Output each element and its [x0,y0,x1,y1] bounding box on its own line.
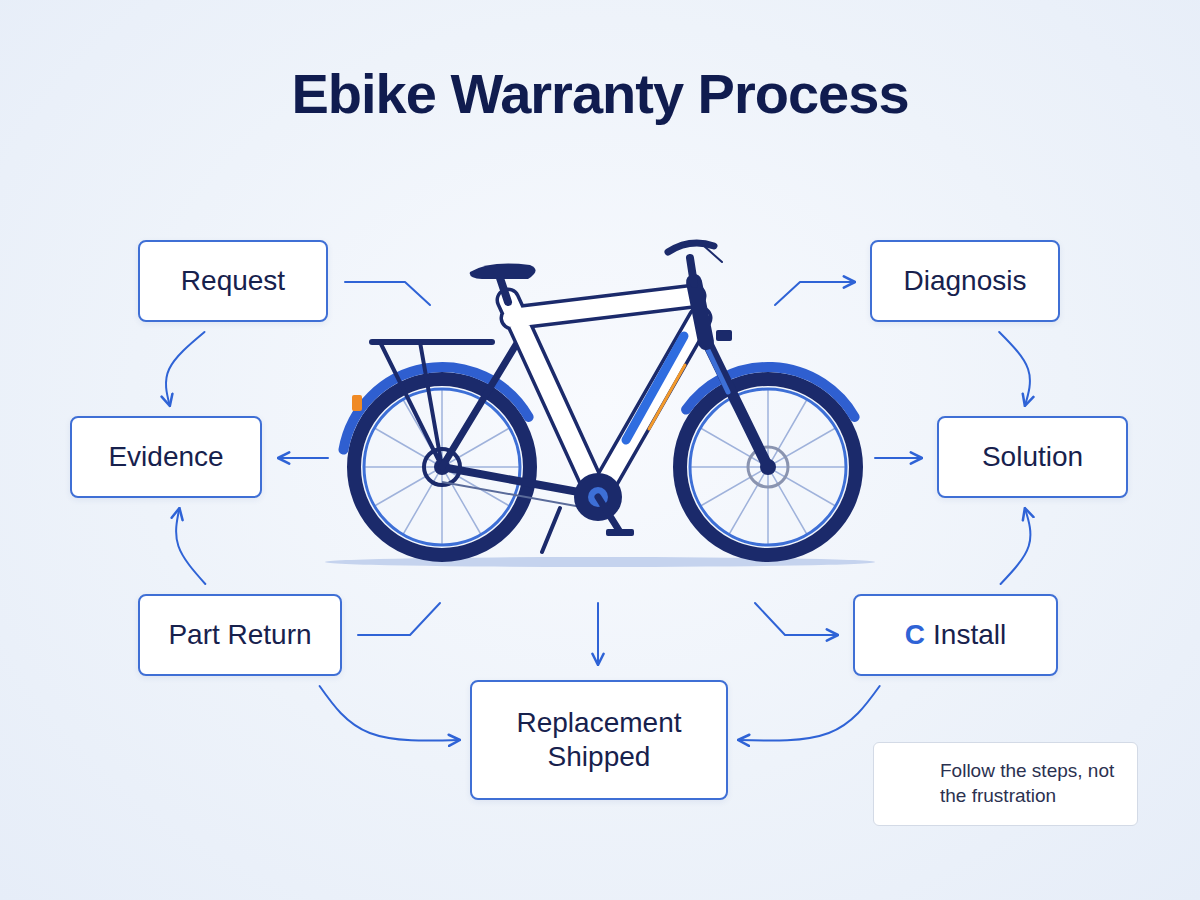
process-box: Request [138,240,328,322]
kickstand [542,508,560,552]
process-box: Solution [937,416,1128,498]
note-box: Follow the steps, not the frustration [873,742,1138,826]
frame-outline [508,296,700,488]
process-box: Part Return [138,594,342,676]
leader-arrow [875,457,922,459]
process-box: Evidence [70,416,262,498]
stem [690,258,694,284]
crank-arm [598,497,620,532]
node-label: Replacement Shipped [472,706,726,773]
node-label: Evidence [108,440,223,474]
seat-post [500,278,508,302]
process-box: Diagnosis [870,240,1060,322]
head-tube [694,282,706,342]
process-box: Replacement Shipped [470,680,728,800]
frame-tubes [508,296,700,488]
process-box: CInstall [853,594,1058,676]
rear-rack [372,339,492,345]
rear-light [352,395,362,411]
leader-lines [278,282,922,665]
node-label: Follow the steps, not the frustration [940,759,1125,808]
ebike-illustration [325,243,875,567]
leader-line [358,603,440,635]
fork-suspension [708,350,728,392]
saddle [470,264,536,279]
node-label: Part Return [168,618,311,652]
front-fender [686,367,855,417]
seat-stay [442,335,522,467]
flow-arrow [320,686,460,741]
head-light [716,330,732,341]
flow-arrow [166,332,205,406]
node-label: Solution [982,440,1083,474]
flow-arrow [738,686,880,741]
leader-arrow [278,457,328,459]
node-label: Diagnosis [904,264,1027,298]
leader-arrow [597,603,599,665]
battery-accent [649,365,685,429]
pedal [606,529,634,536]
rack-stays [380,342,442,467]
flow-arrow [999,332,1030,406]
chain-stay [442,467,595,495]
brake-lever [704,246,722,262]
node-label: Install [933,618,1006,652]
flow-arrow [176,508,205,584]
leader-arrow [775,282,855,305]
leader-line [345,282,430,305]
icon-glyph: C [905,618,925,652]
front-fork [706,340,768,467]
battery [626,336,684,440]
leader-arrow [755,603,838,635]
node-label: Request [181,264,285,298]
flow-arrow [1001,508,1031,584]
diagram-title: Ebike Warranty Process [0,62,1200,126]
